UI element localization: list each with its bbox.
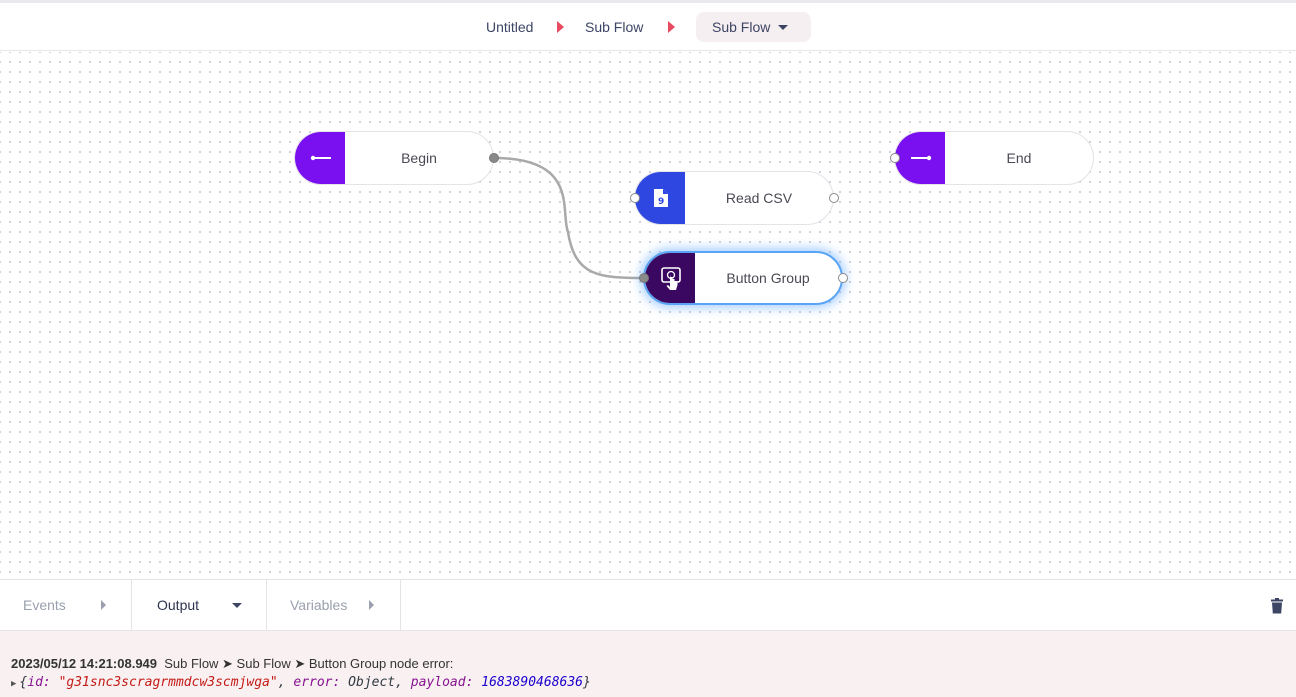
node-read-csv[interactable]: 9 Read CSV [630, 171, 839, 225]
obj-key: id: [27, 675, 59, 690]
output-port[interactable] [838, 273, 848, 283]
obj-brace: } [583, 675, 591, 690]
log-object[interactable]: ▶{id: "g31snc3scragrmmdcw3scmjwga", erro… [11, 675, 591, 690]
obj-key: error: [293, 675, 349, 690]
breadcrumb-current-label: Sub Flow [712, 19, 771, 35]
tab-label: Variables [290, 597, 348, 613]
node-label: End [1006, 150, 1032, 166]
end-line-icon [911, 155, 932, 161]
node-begin[interactable]: Begin [294, 131, 499, 185]
caret-down-icon [232, 603, 242, 608]
chevron-right-icon [101, 600, 106, 610]
obj-value: "g31snc3scragrmmdcw3scmjwga" [58, 675, 278, 690]
debug-panel-tabs: Events Output Variables [0, 579, 1296, 631]
breadcrumb-separator-icon [668, 21, 675, 33]
node-label: Button Group [726, 270, 810, 286]
log-message: Sub Flow ➤ Sub Flow ➤ Button Group node … [164, 656, 454, 671]
caret-down-icon [778, 25, 788, 30]
trash-icon[interactable] [1270, 598, 1284, 614]
output-port[interactable] [829, 193, 839, 203]
node-icon-box [895, 132, 945, 184]
breadcrumb-current-dropdown[interactable]: Sub Flow [696, 12, 811, 42]
obj-comma: , [277, 675, 294, 690]
tab-variables[interactable]: Variables [267, 580, 401, 630]
output-log: 2023/05/12 14:21:08.949 Sub Flow ➤ Sub F… [0, 631, 1296, 697]
obj-brace: { [19, 675, 28, 690]
connection-edges [493, 156, 646, 280]
tab-label: Events [23, 597, 66, 613]
breadcrumb: Untitled Sub Flow Sub Flow [0, 3, 1296, 51]
obj-key: payload: [410, 675, 482, 690]
breadcrumb-item-untitled[interactable]: Untitled [486, 19, 534, 35]
node-icon-box [645, 253, 695, 303]
output-port[interactable] [489, 153, 499, 163]
obj-value: 1683890468636 [481, 675, 583, 690]
input-port[interactable] [639, 273, 649, 283]
flow-canvas[interactable]: Begin 9 Read CSV End [0, 52, 1296, 578]
breadcrumb-item-sub-flow[interactable]: Sub Flow [585, 19, 644, 35]
expand-triangle-icon[interactable]: ▶ [11, 679, 17, 689]
obj-comma: , [395, 675, 411, 690]
file-icon: 9 [654, 189, 668, 207]
chevron-right-icon [369, 600, 374, 610]
node-label: Read CSV [725, 190, 793, 206]
top-divider [0, 0, 1296, 3]
node-icon-box: 9 [635, 172, 685, 224]
tab-label: Output [157, 597, 200, 613]
breadcrumb-separator-icon [557, 21, 564, 33]
begin-line-icon [310, 155, 331, 161]
log-timestamp: 2023/05/12 14:21:08.949 [11, 656, 158, 671]
obj-value: Object [348, 675, 396, 690]
touch-screen-icon [661, 267, 681, 290]
input-port[interactable] [630, 193, 640, 203]
tab-events[interactable]: Events [0, 580, 132, 630]
node-button-group[interactable]: Button Group [639, 251, 848, 305]
tab-output[interactable]: Output [132, 580, 267, 630]
node-end[interactable]: End [890, 131, 1094, 185]
svg-text:9: 9 [658, 197, 664, 207]
edge-begin-to-button-group [493, 156, 646, 280]
node-label: Begin [401, 150, 437, 166]
log-entry: 2023/05/12 14:21:08.949 Sub Flow ➤ Sub F… [11, 656, 453, 672]
node-icon-box [295, 132, 345, 184]
input-port[interactable] [890, 153, 900, 163]
